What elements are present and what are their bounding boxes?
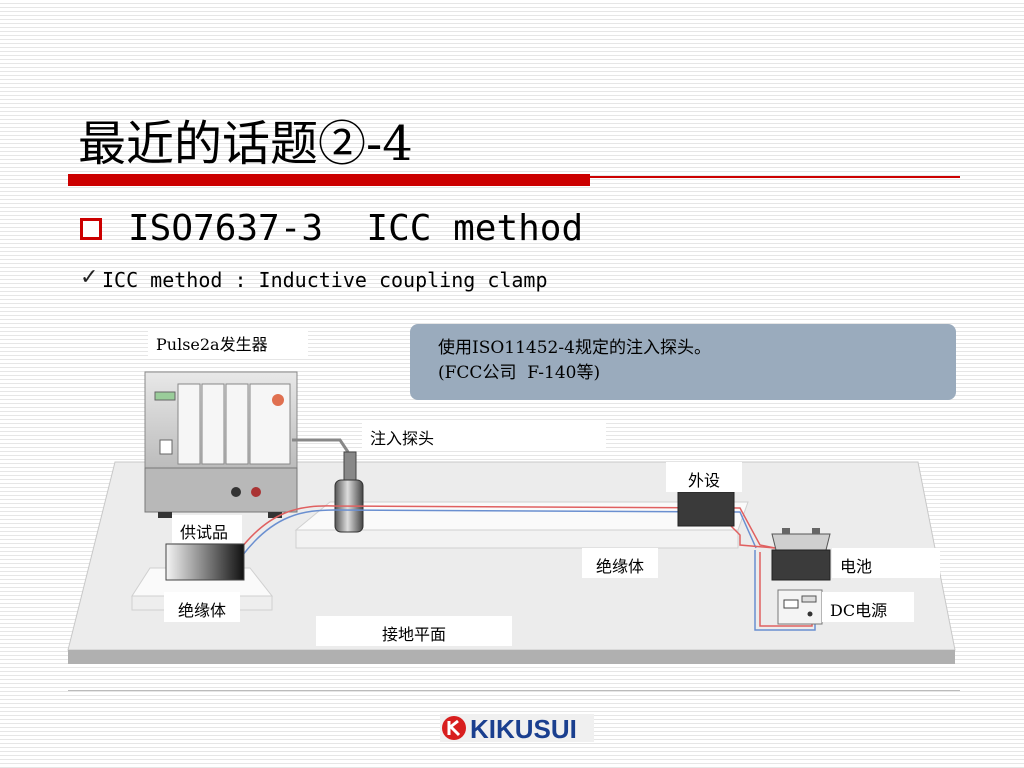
title-underline-thin	[590, 176, 960, 178]
sub-bullet-text: ICC method : Inductive coupling clamp	[102, 268, 548, 292]
peripheral-device	[677, 491, 735, 527]
label-dc-power: DC电源	[822, 592, 914, 622]
label-peripheral: 外设	[666, 462, 742, 492]
bullet-heading: ISO7637-3 ICC method	[128, 208, 584, 249]
pulse-generator	[144, 371, 350, 518]
square-bullet-icon	[80, 218, 102, 240]
callout-line-2: (FCC公司 F-140等)	[438, 363, 601, 383]
label-insulator-left: 绝缘体	[164, 592, 240, 622]
callout-line-1: 使用ISO11452-4规定的注入探头。	[438, 338, 711, 358]
logo-text: KIKUSUI	[470, 714, 577, 744]
dut-box	[165, 543, 245, 581]
insulator-strip	[294, 501, 749, 549]
kikusui-logo-icon: KIKUSUI	[440, 714, 594, 744]
dc-power-supply	[777, 589, 823, 625]
kikusui-logo: KIKUSUI	[440, 712, 594, 744]
probe-note-callout: 使用ISO11452-4规定的注入探头。 (FCC公司 F-140等)	[410, 324, 956, 400]
battery	[771, 528, 831, 581]
label-pulse-generator: Pulse2a发生器	[148, 328, 308, 358]
label-injection-probe: 注入探头	[362, 420, 606, 450]
title-underline-thick	[68, 174, 590, 186]
label-insulator-center: 绝缘体	[582, 548, 658, 578]
check-icon: ✓	[80, 265, 99, 290]
label-battery: 电池	[832, 548, 940, 578]
label-ground-plane: 接地平面	[316, 616, 512, 646]
footer-divider	[68, 690, 960, 691]
label-dut: 供试品	[172, 515, 242, 543]
page-title: 最近的话题②-4	[78, 116, 413, 172]
